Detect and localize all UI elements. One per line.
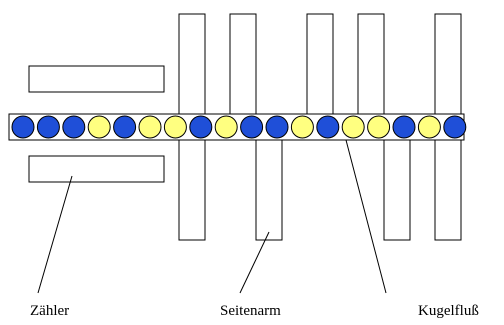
counter-label: Zähler — [30, 303, 69, 319]
side-arm-lower-1 — [178, 139, 206, 241]
ball-flow-label: Kugelfluß — [418, 303, 479, 319]
blue-ball — [113, 115, 137, 139]
side-arm-upper-4 — [357, 13, 385, 115]
counter-box-upper — [28, 65, 165, 93]
blue-ball — [443, 115, 467, 139]
blue-ball — [11, 115, 35, 139]
yellow-ball — [290, 115, 314, 139]
blue-ball — [265, 115, 289, 139]
counter-leader-line — [37, 175, 73, 294]
blue-ball — [392, 115, 416, 139]
counter-box-lower — [28, 155, 165, 183]
side-arm-lower-2 — [255, 139, 283, 241]
yellow-ball — [367, 115, 391, 139]
yellow-ball — [341, 115, 365, 139]
side-arm-upper-2 — [229, 13, 257, 115]
yellow-ball — [163, 115, 187, 139]
ball-flow-leader-line — [345, 139, 387, 294]
side-arm-upper-5 — [434, 13, 462, 115]
side-arm-upper-1 — [178, 13, 206, 115]
ball-stream — [11, 115, 467, 139]
yellow-ball — [138, 115, 162, 139]
blue-ball — [36, 115, 60, 139]
blue-ball — [316, 115, 340, 139]
side-arm-lower-3 — [383, 139, 411, 241]
side-arm-lower-4 — [434, 139, 462, 241]
blue-ball — [240, 115, 264, 139]
side-arm-upper-3 — [306, 13, 334, 115]
yellow-ball — [214, 115, 238, 139]
yellow-ball — [87, 115, 111, 139]
blue-ball — [189, 115, 213, 139]
side-arm-leader-line — [239, 231, 270, 294]
yellow-ball — [417, 115, 441, 139]
blue-ball — [62, 115, 86, 139]
side-arm-label: Seitenarm — [220, 303, 281, 319]
